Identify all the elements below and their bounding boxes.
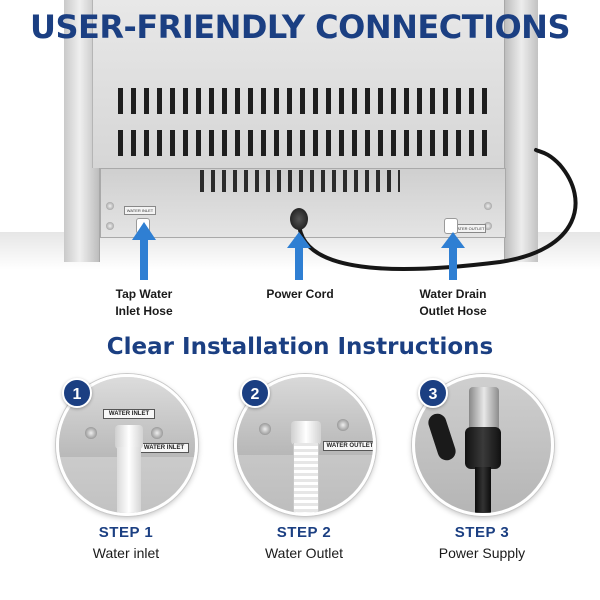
connection-label-outlet: Water Drain Outlet Hose bbox=[400, 286, 506, 320]
connection-label-power: Power Cord bbox=[248, 286, 352, 303]
step-1-title: STEP 1 bbox=[98, 524, 154, 541]
connection-label-line: Inlet Hose bbox=[115, 304, 173, 318]
connection-label-inlet: Tap Water Inlet Hose bbox=[94, 286, 194, 320]
power-plug-icon bbox=[290, 208, 308, 230]
hose-fitting-icon bbox=[115, 425, 143, 449]
step-3-desc: Power Supply bbox=[438, 545, 526, 561]
screw-icon bbox=[259, 423, 271, 435]
connection-label-line: Outlet Hose bbox=[419, 304, 487, 318]
arrow-up-icon bbox=[287, 232, 311, 280]
connection-label-line: Power Cord bbox=[266, 287, 334, 301]
vent-row-top bbox=[118, 88, 488, 114]
screw-icon bbox=[337, 419, 349, 431]
step-2-photo: WATER OUTLET bbox=[234, 374, 376, 516]
screw-icon bbox=[85, 427, 97, 439]
power-cord-svg bbox=[297, 148, 578, 272]
step-3-badge: 3 bbox=[418, 378, 448, 408]
power-plug-icon bbox=[465, 427, 501, 469]
step-2-desc: Water Outlet bbox=[264, 545, 344, 561]
power-socket bbox=[469, 387, 499, 433]
screw-icon bbox=[151, 427, 163, 439]
step-3-title: STEP 3 bbox=[454, 524, 510, 541]
screw-icon bbox=[484, 202, 492, 210]
water-inlet-tag: WATER INLET bbox=[124, 206, 156, 215]
screw-icon bbox=[106, 222, 114, 230]
step-1-badge: 1 bbox=[62, 378, 92, 408]
machine-right-side bbox=[504, 0, 538, 262]
step-3-photo bbox=[412, 374, 554, 516]
water-inlet-tag-side: WATER INLET bbox=[139, 443, 189, 453]
corrugated-hose bbox=[293, 443, 319, 513]
screw-icon bbox=[106, 202, 114, 210]
fan-grill bbox=[200, 170, 400, 192]
hose-fitting-icon bbox=[291, 421, 321, 445]
vent-row-bottom bbox=[118, 130, 488, 156]
section-title: Clear Installation Instructions bbox=[106, 334, 494, 360]
step-2-badge: 2 bbox=[240, 378, 270, 408]
step-2-title: STEP 2 bbox=[276, 524, 332, 541]
water-outlet-tag: WATER OUTLET bbox=[323, 441, 373, 451]
page-title: USER-FRIENDLY CONNECTIONS bbox=[30, 8, 571, 46]
arrow-up-icon bbox=[441, 232, 465, 280]
water-hose bbox=[117, 447, 141, 513]
screw-icon bbox=[484, 222, 492, 230]
water-inlet-tag: WATER INLET bbox=[103, 409, 155, 419]
connection-label-line: Tap Water bbox=[115, 287, 173, 301]
arrow-up-icon bbox=[132, 222, 156, 280]
step-1-desc: Water inlet bbox=[92, 545, 160, 561]
vent-slot bbox=[426, 411, 458, 463]
power-cable bbox=[475, 467, 491, 513]
water-outlet-port[interactable] bbox=[444, 218, 458, 234]
connection-label-line: Water Drain bbox=[419, 287, 487, 301]
